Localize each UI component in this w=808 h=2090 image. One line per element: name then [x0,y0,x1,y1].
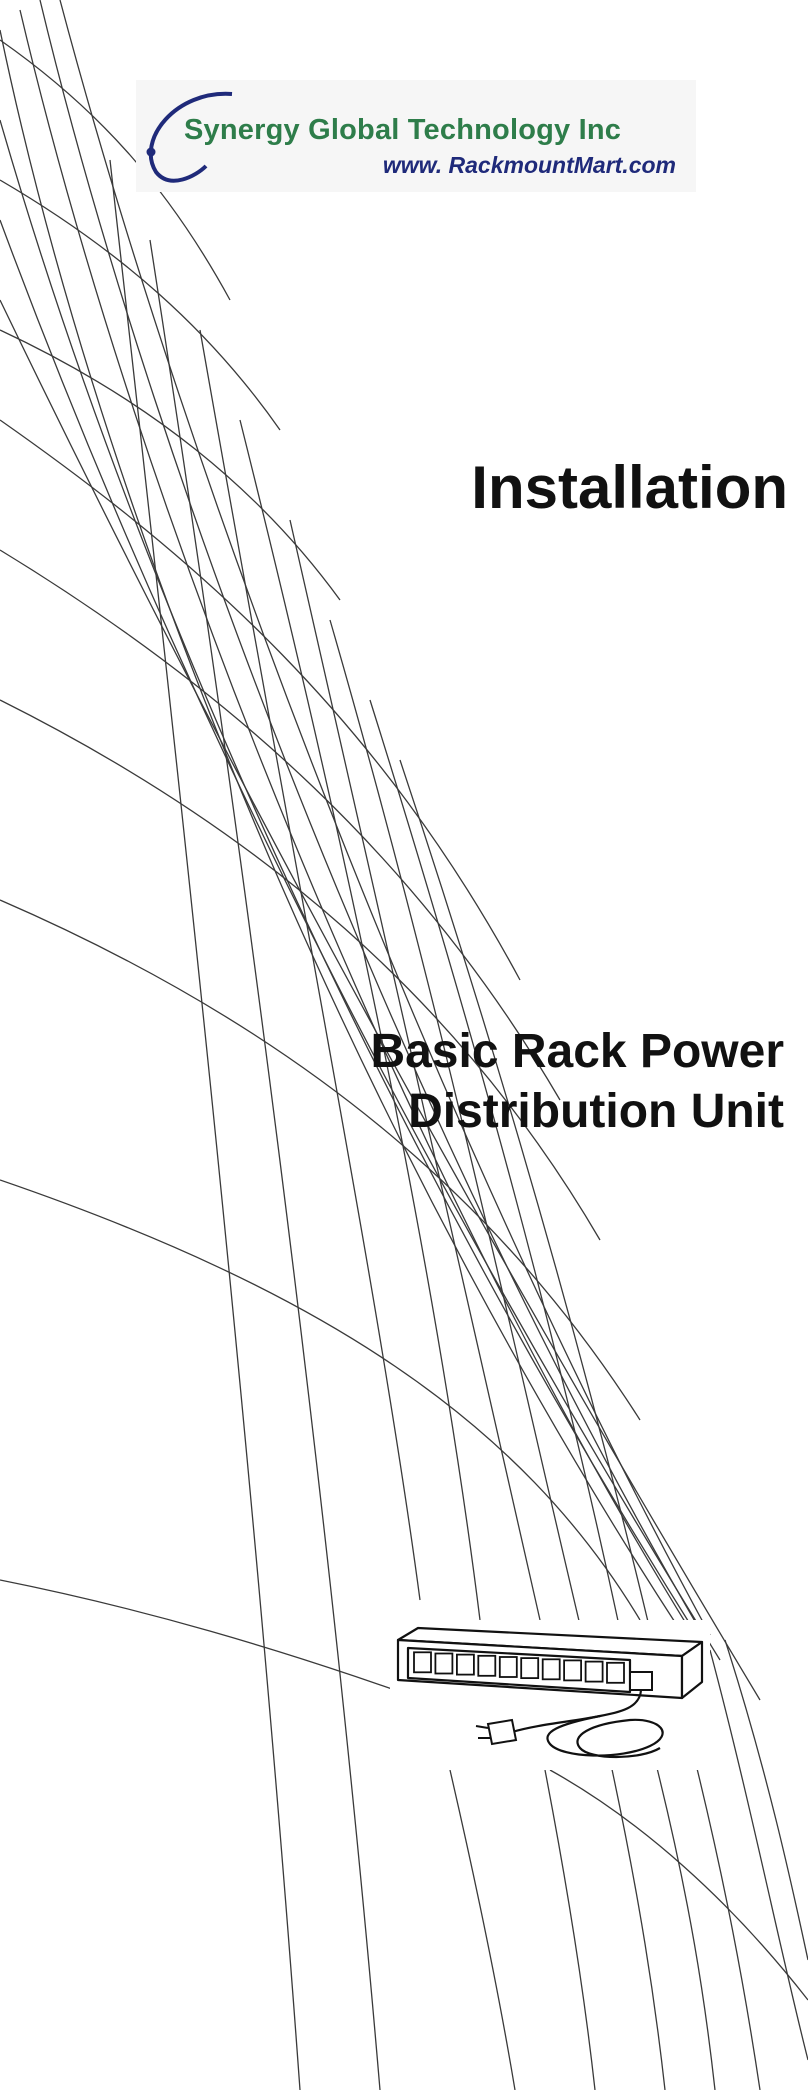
outlet-1 [413,1651,432,1674]
product-title: Basic Rack Power Distribution Unit [184,1022,784,1142]
outlet-8 [563,1659,583,1682]
outlet-6 [520,1657,540,1679]
product-title-line-1: Basic Rack Power [370,1025,784,1078]
outlet-5 [498,1656,518,1678]
company-logo[interactable]: Synergy Global Technology Inc www. Rackm… [136,80,696,192]
page-title: Installation [471,454,788,521]
product-title-line-2: Distribution Unit [408,1085,784,1138]
power-strip-illustration [390,1620,710,1770]
outlet-9 [584,1660,604,1683]
logo-swoosh-icon [146,91,233,183]
power-strip-icon [396,1626,704,1759]
outlet-2 [434,1652,454,1675]
outlet-3 [456,1653,475,1676]
logo-company-name: Synergy Global Technology Inc [184,114,622,146]
outlet-4 [477,1654,497,1677]
outlet-10 [606,1661,625,1684]
logo-website-url: www. RackmountMart.com [382,152,676,178]
outlet-7 [541,1658,561,1681]
